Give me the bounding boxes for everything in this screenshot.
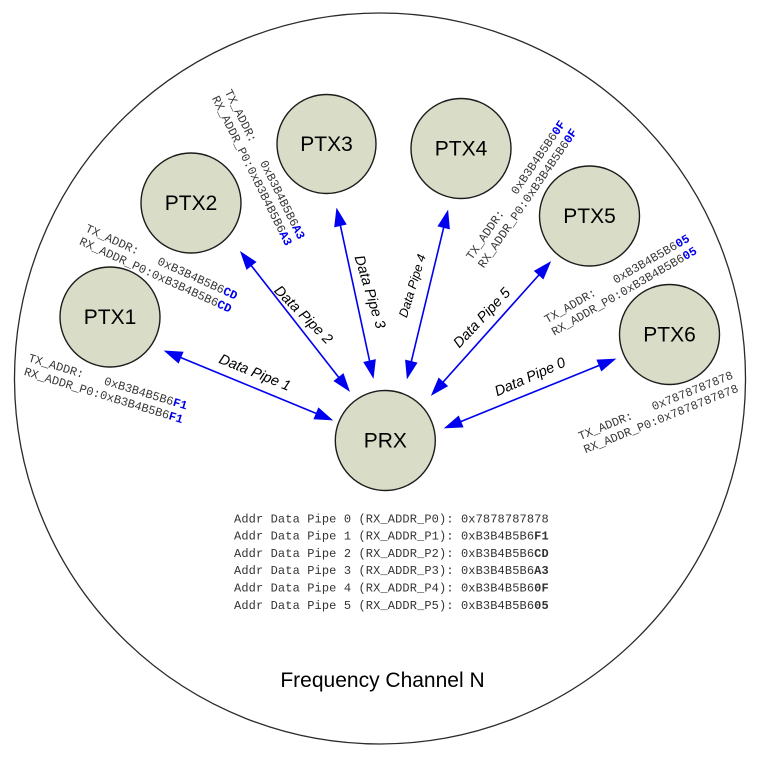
svg-text:PTX5: PTX5 xyxy=(563,205,616,228)
svg-text:PTX3: PTX3 xyxy=(300,133,353,156)
svg-text:Frequency Channel N: Frequency Channel N xyxy=(280,669,484,692)
svg-text:PTX6: PTX6 xyxy=(643,324,696,347)
svg-text:PTX1: PTX1 xyxy=(84,306,137,329)
svg-text:Addr Data Pipe 1 (RX_ADDR_P1):: Addr Data Pipe 1 (RX_ADDR_P1): 0xB3B4B5B… xyxy=(234,530,549,544)
svg-text:Addr Data Pipe 2 (RX_ADDR_P2):: Addr Data Pipe 2 (RX_ADDR_P2): 0xB3B4B5B… xyxy=(234,547,549,561)
svg-text:PTX2: PTX2 xyxy=(165,192,218,215)
svg-text:Addr Data Pipe 0 (RX_ADDR_P0):: Addr Data Pipe 0 (RX_ADDR_P0): 0x7878787… xyxy=(234,512,549,526)
svg-text:PRX: PRX xyxy=(364,430,407,453)
svg-text:Addr Data Pipe 4 (RX_ADDR_P4):: Addr Data Pipe 4 (RX_ADDR_P4): 0xB3B4B5B… xyxy=(234,582,549,596)
svg-text:Addr Data Pipe 3 (RX_ADDR_P3):: Addr Data Pipe 3 (RX_ADDR_P3): 0xB3B4B5B… xyxy=(234,564,549,578)
svg-text:PTX4: PTX4 xyxy=(435,138,488,161)
svg-text:Addr Data Pipe 5 (RX_ADDR_P5):: Addr Data Pipe 5 (RX_ADDR_P5): 0xB3B4B5B… xyxy=(234,599,549,613)
